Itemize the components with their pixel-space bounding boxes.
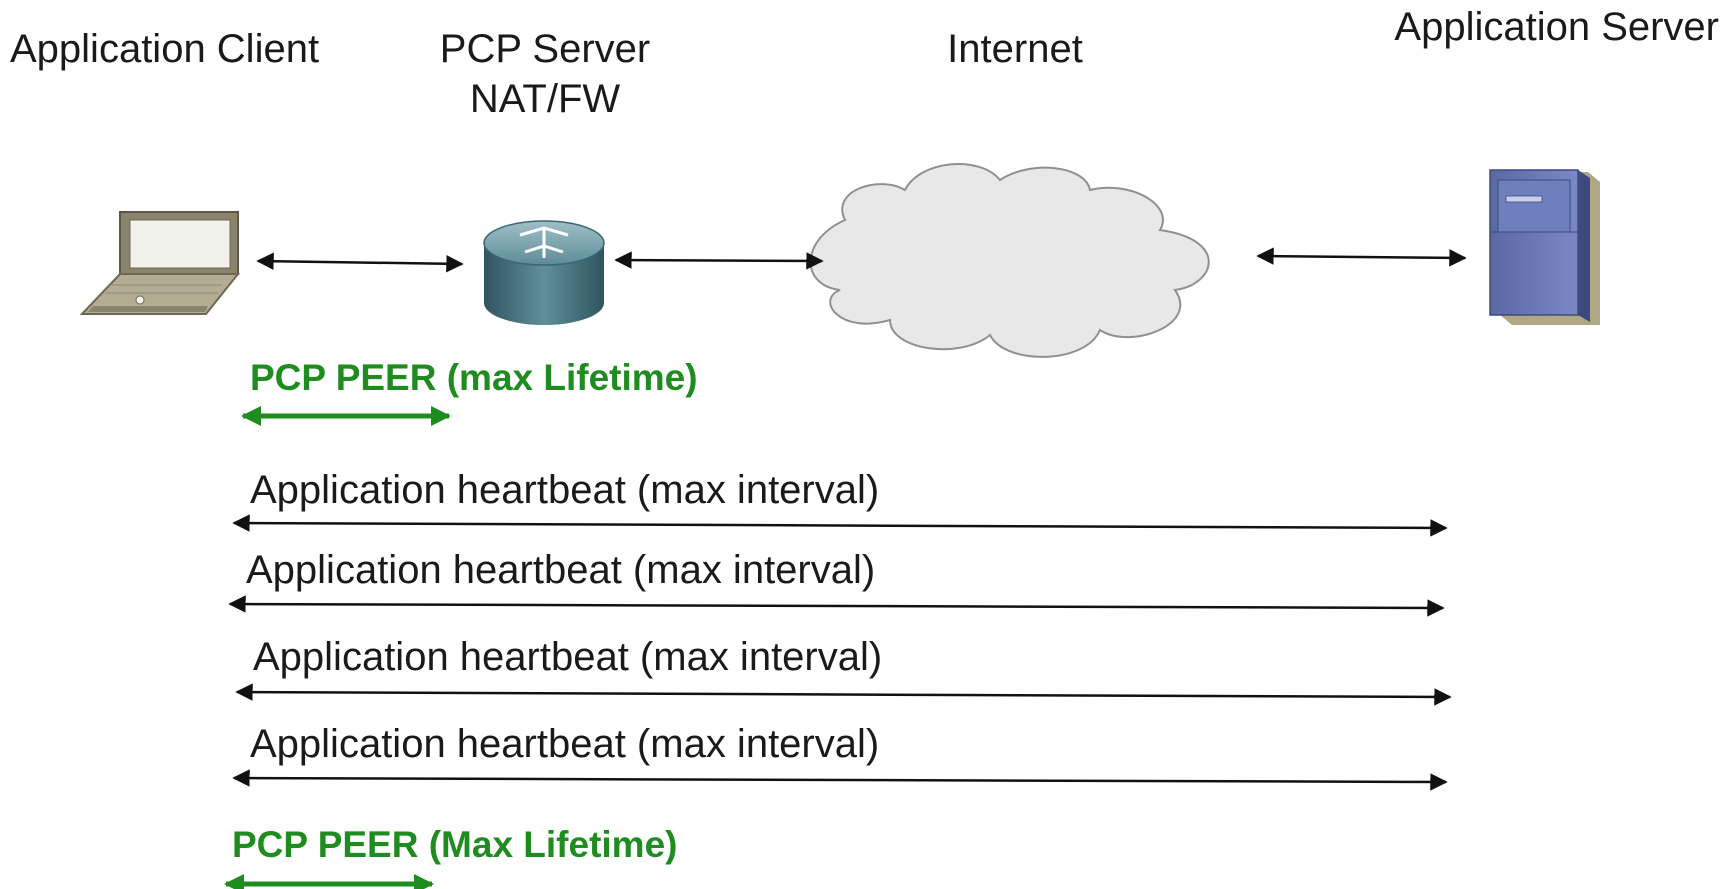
app-server-label: Application Server: [1394, 5, 1719, 49]
server-icon: [1489, 169, 1600, 325]
network-links: [256, 247, 1467, 273]
router-icon: [483, 220, 605, 325]
pcp-peer-label-1: PCP PEER (max Lifetime): [250, 357, 698, 398]
heartbeat-arrow-3: [235, 683, 1452, 706]
laptop-icon: [79, 211, 241, 315]
heartbeat-label-1: Application heartbeat (max interval): [250, 468, 879, 512]
internet-label: Internet: [947, 27, 1083, 71]
heartbeat-label-4: Application heartbeat (max interval): [250, 722, 879, 766]
client-label: Application Client: [10, 27, 319, 71]
nat-fw-label: NAT/FW: [470, 77, 621, 121]
heartbeat-label-3: Application heartbeat (max interval): [253, 635, 882, 679]
heartbeat-arrow-2: [228, 595, 1445, 617]
heartbeat-arrow-1: [232, 514, 1448, 537]
router-internet-link: [614, 251, 824, 270]
pcp-server-label: PCP Server: [440, 27, 650, 71]
internet-server-link: [1256, 247, 1467, 267]
client-router-link: [256, 252, 464, 273]
heartbeat-label-2: Application heartbeat (max interval): [246, 548, 875, 592]
heartbeat-arrow-4: [232, 769, 1448, 791]
pcp-peer-label-2: PCP PEER (Max Lifetime): [232, 824, 677, 865]
cloud-icon: [809, 163, 1210, 358]
